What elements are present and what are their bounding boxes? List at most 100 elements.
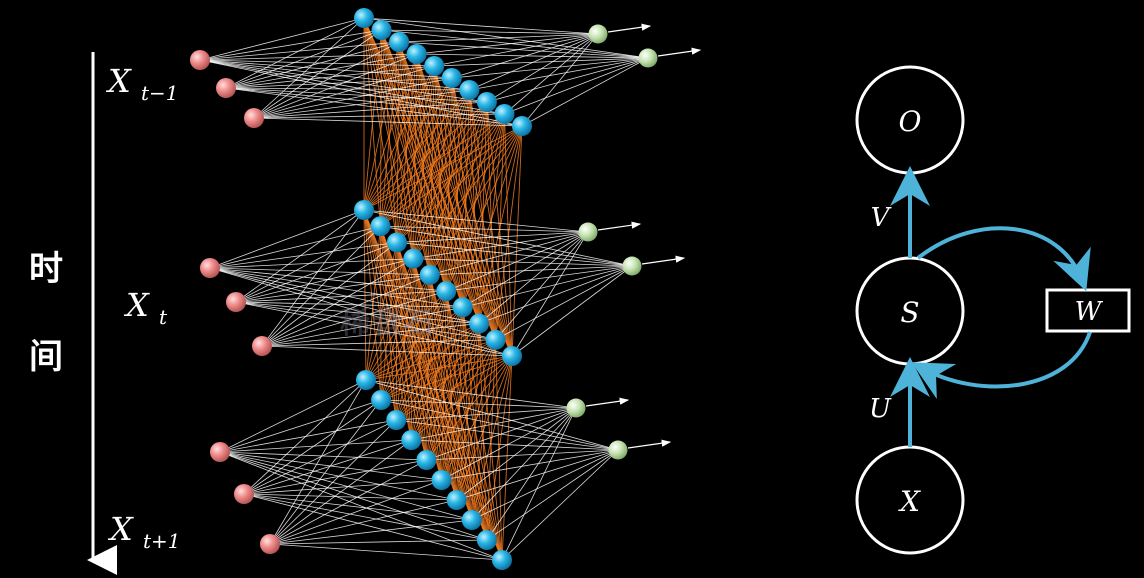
unrolled-network-diagram: X t−1 X t X t+1 bbox=[87, 8, 702, 575]
recurrent-edge bbox=[441, 339, 496, 481]
hidden-neuron bbox=[386, 232, 407, 253]
hidden-output-edge bbox=[381, 29, 649, 59]
input-hidden-edge bbox=[235, 258, 414, 303]
input-hidden-edge bbox=[261, 345, 513, 357]
input-hidden-edge bbox=[253, 101, 487, 119]
input-hidden-edge bbox=[219, 451, 427, 461]
hidden-neuron bbox=[354, 200, 374, 220]
watermark: 稀音石 bbox=[340, 306, 436, 341]
time-axis-char-2: 间 bbox=[29, 337, 63, 377]
hidden-neuron bbox=[371, 390, 392, 410]
hidden-output-edge bbox=[462, 231, 589, 308]
recurrent-edge bbox=[426, 339, 496, 461]
recurrent-edge bbox=[396, 113, 505, 243]
recurrent-edge bbox=[411, 355, 513, 441]
recurrent-edge bbox=[363, 17, 447, 292]
input-hidden-edge bbox=[219, 399, 382, 453]
input-hidden-edge bbox=[235, 301, 496, 341]
hidden-output-edge bbox=[380, 225, 589, 233]
recurrent-edge bbox=[363, 209, 458, 501]
hidden-neuron bbox=[401, 430, 422, 450]
hidden-output-edge bbox=[413, 231, 589, 260]
input-hidden-edge bbox=[219, 451, 503, 561]
input-hidden-edge bbox=[253, 17, 365, 119]
input-hidden-edge bbox=[261, 339, 496, 347]
output-arrow bbox=[641, 255, 686, 265]
hidden-output-edge bbox=[416, 53, 649, 59]
output-neuron bbox=[608, 440, 628, 460]
hidden-output-edge bbox=[381, 399, 619, 451]
recurrent-edge bbox=[429, 101, 488, 276]
input-hidden-edge bbox=[243, 379, 367, 495]
input-hidden-edge bbox=[209, 267, 496, 341]
hidden-output-edge bbox=[396, 231, 589, 243]
input-hidden-edge bbox=[261, 242, 398, 347]
input-hidden-edge bbox=[261, 306, 463, 347]
input-hidden-edge bbox=[253, 41, 400, 119]
recurrent-edge bbox=[380, 89, 470, 227]
hidden-neuron bbox=[476, 92, 497, 112]
recurrent-edge bbox=[396, 89, 470, 243]
edge-label-u: U bbox=[869, 394, 892, 424]
recurrent-edge bbox=[363, 17, 513, 357]
input-hidden-edge bbox=[243, 493, 487, 541]
input-hidden-edge bbox=[269, 519, 472, 545]
input-hidden-edge bbox=[269, 419, 397, 545]
recurrent-edge bbox=[380, 307, 464, 401]
hidden-output-edge bbox=[504, 57, 649, 115]
input-hidden-edge bbox=[261, 225, 381, 347]
input-neuron bbox=[210, 442, 230, 462]
recurrent-edge bbox=[380, 125, 523, 227]
hidden-output-edge bbox=[441, 407, 577, 481]
input-hidden-edge bbox=[269, 379, 367, 545]
input-hidden-edge bbox=[243, 459, 427, 495]
output-arrow bbox=[585, 397, 630, 407]
input-hidden-edge bbox=[261, 274, 430, 347]
recurrent-edge bbox=[410, 339, 496, 441]
hidden-output-edge bbox=[363, 209, 589, 233]
hidden-neuron bbox=[424, 56, 445, 76]
input-hidden-edge bbox=[253, 89, 470, 119]
hidden-output-edge bbox=[469, 33, 599, 91]
recurrent-edge bbox=[412, 101, 488, 259]
weight-label: W bbox=[1075, 297, 1104, 327]
input-hidden-edge bbox=[199, 59, 523, 127]
input-hidden-edge bbox=[219, 379, 367, 453]
recurrent-edge bbox=[398, 41, 480, 324]
time-axis-char-1: 时 bbox=[29, 249, 63, 289]
output-arrow bbox=[627, 439, 672, 449]
recurrent-edge bbox=[363, 113, 505, 211]
hidden-output-edge bbox=[456, 449, 619, 501]
output-neuron bbox=[622, 256, 642, 276]
hidden-output-edge bbox=[396, 242, 633, 267]
hidden-neuron bbox=[502, 346, 522, 366]
recurrent-edge bbox=[396, 355, 513, 421]
recurrent-edge bbox=[365, 258, 414, 381]
input-hidden-edge bbox=[209, 209, 365, 269]
hidden-output-edge bbox=[451, 33, 599, 79]
hidden-neuron bbox=[406, 44, 427, 64]
hidden-output-edge bbox=[511, 265, 633, 357]
hidden-output-edge bbox=[429, 231, 589, 276]
hidden-output-edge bbox=[521, 33, 599, 127]
output-arrow bbox=[607, 23, 652, 33]
hidden-neuron bbox=[431, 470, 452, 490]
input-hidden-edge bbox=[199, 59, 435, 67]
input-hidden-edge bbox=[219, 439, 412, 453]
input-hidden-edge bbox=[225, 87, 487, 103]
output-node-circle bbox=[855, 65, 965, 175]
recurrent-edge bbox=[395, 323, 480, 421]
hidden-neuron bbox=[452, 297, 473, 318]
recurrent-edge bbox=[395, 290, 447, 421]
recurrent-edge bbox=[495, 125, 523, 340]
hidden-output-edge bbox=[396, 419, 619, 451]
recurrent-edge bbox=[445, 125, 523, 292]
hidden-output-edge bbox=[511, 231, 589, 357]
hidden-output-edge bbox=[365, 379, 619, 451]
hidden-output-edge bbox=[456, 407, 577, 501]
input-hidden-edge bbox=[225, 87, 505, 115]
recurrent-edge bbox=[380, 226, 503, 561]
input-hidden-edge bbox=[243, 439, 412, 495]
input-hidden-edge bbox=[209, 242, 397, 269]
